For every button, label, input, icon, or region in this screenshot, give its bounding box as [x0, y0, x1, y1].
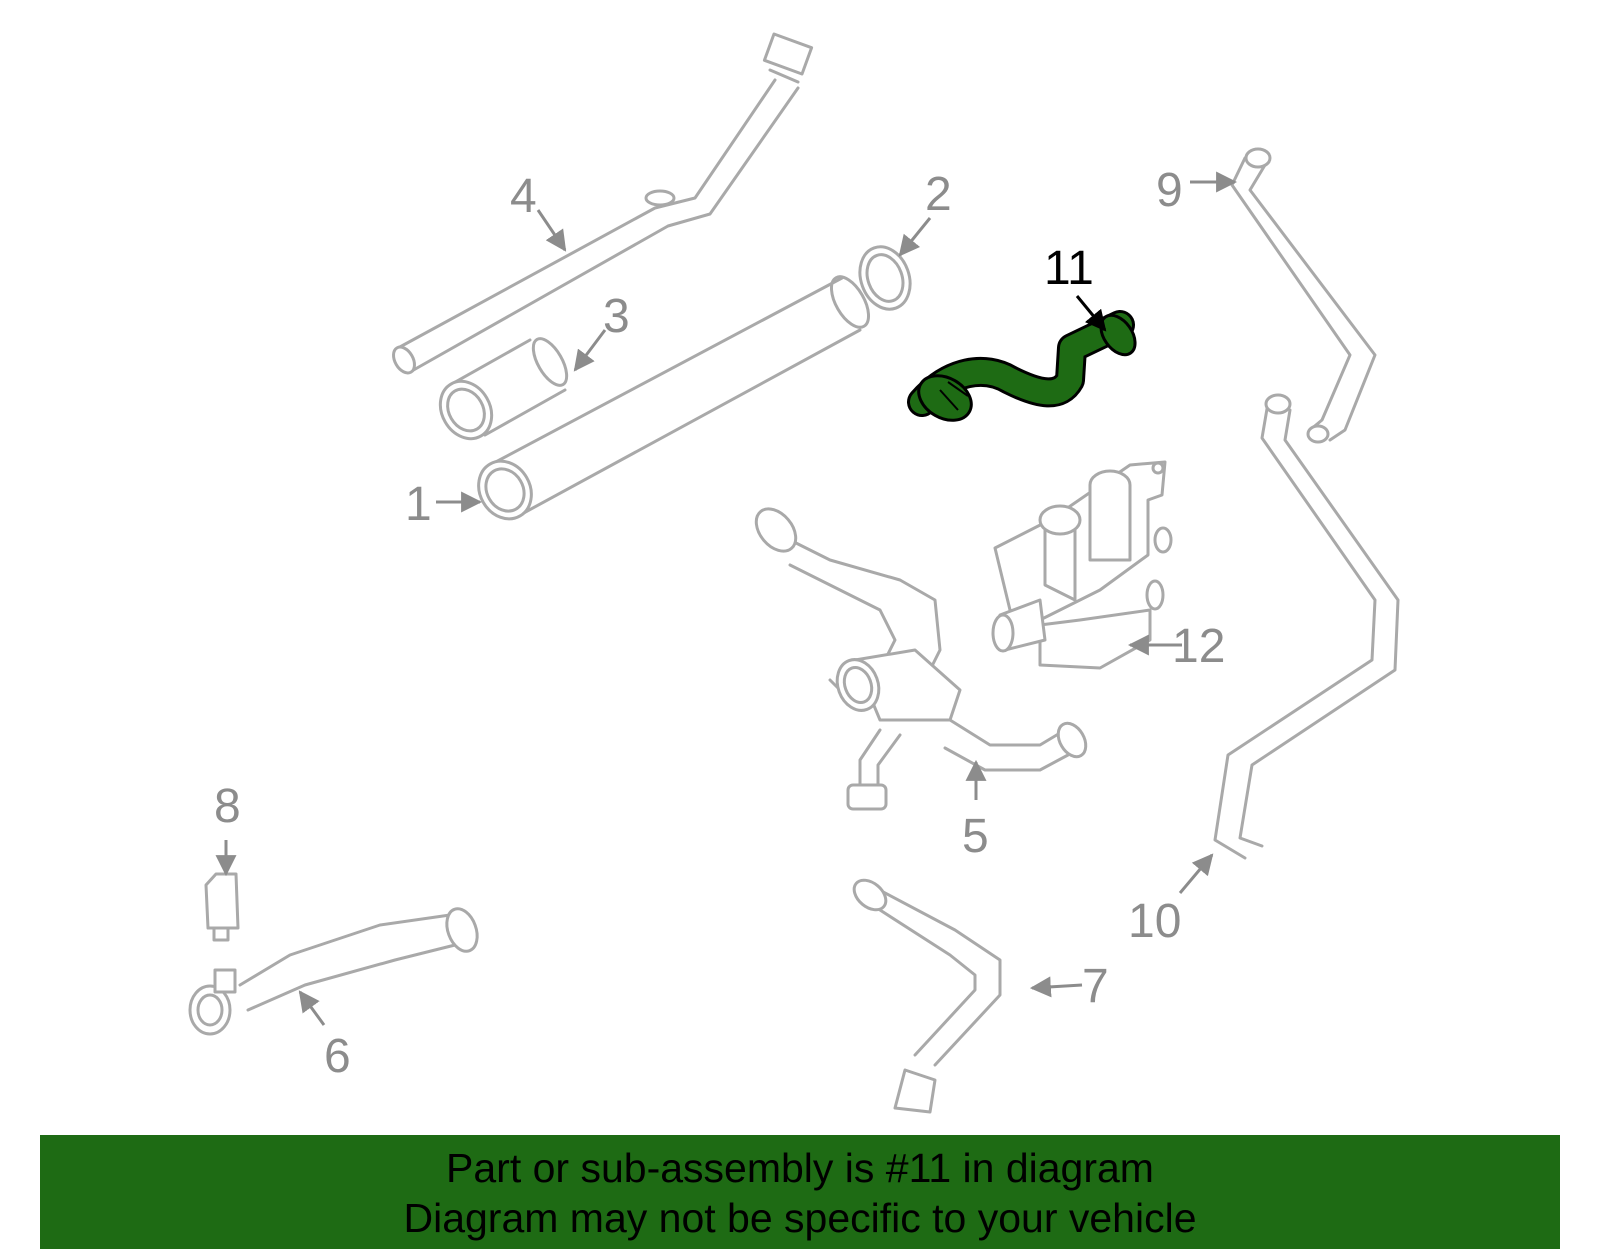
- callout-7: 7: [1082, 960, 1109, 1013]
- part-1-tube: [477, 275, 871, 521]
- callout-1: 1: [405, 478, 432, 531]
- part-12-valve: [991, 460, 1173, 670]
- arrow-4: [536, 209, 567, 252]
- part-5-junction: [754, 507, 1088, 811]
- arrow-11: [1075, 295, 1107, 332]
- callout-5: 5: [962, 810, 989, 863]
- part-7-hose: [852, 878, 1002, 1114]
- part-8-sensor: [204, 872, 240, 942]
- part-9-hose: [1230, 147, 1377, 444]
- part-6-hose: [188, 907, 479, 1036]
- arrow-10: [1178, 853, 1214, 894]
- part-3-sleeve: [438, 337, 569, 441]
- arrow-2: [898, 217, 932, 257]
- part-4-pipe: [392, 32, 814, 375]
- info-banner: Part or sub-assembly is #11 in diagram D…: [40, 1135, 1560, 1249]
- banner-line-1: Part or sub-assembly is #11 in diagram: [446, 1145, 1154, 1191]
- arrow-3: [573, 329, 607, 372]
- callout-6: 6: [324, 1030, 351, 1083]
- part-2-oring: [858, 245, 912, 311]
- callout-3: 3: [603, 290, 630, 343]
- arrow-7: [1029, 976, 1083, 998]
- part-10-hose: [1213, 393, 1400, 860]
- callout-8: 8: [214, 780, 241, 833]
- banner-line-2: Diagram may not be specific to your vehi…: [403, 1195, 1197, 1241]
- callout-9: 9: [1156, 164, 1183, 217]
- callout-10: 10: [1128, 895, 1181, 948]
- callout-2: 2: [925, 168, 952, 221]
- callout-11: 11: [1044, 242, 1094, 295]
- callout-4: 4: [510, 170, 537, 223]
- callout-12: 12: [1172, 620, 1225, 673]
- part-11-hose: [907, 310, 1137, 422]
- arrow-6: [298, 990, 326, 1026]
